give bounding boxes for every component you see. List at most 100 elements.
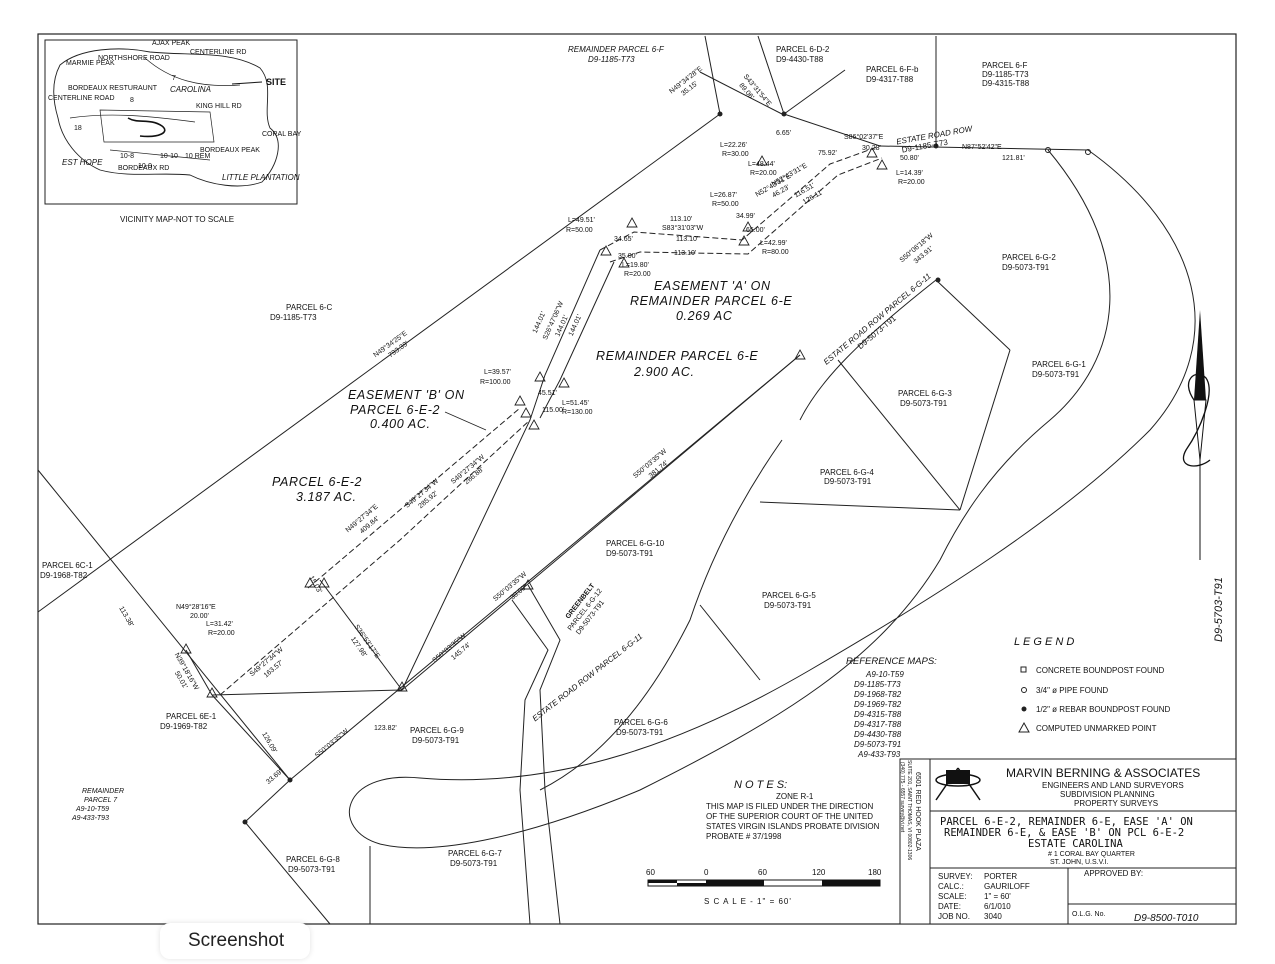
vm-label-20: 8 (130, 97, 134, 104)
dim-d13: L=49.51' (568, 217, 595, 224)
vm-label-10: CORAL BAY (262, 131, 302, 138)
legend-symbol-pipe (1021, 687, 1027, 693)
p6c-ref: D9-1185-T73 (270, 313, 317, 322)
rem6e-line2: 2.900 AC. (633, 365, 695, 379)
line-rem6e-west-2 (539, 261, 615, 419)
reference-maps: REFERENCE MAPS: A9-10-T59 D9-1185-T73 D9… (846, 656, 937, 759)
vicinity-parcel-block (99, 109, 215, 143)
legend-item-2: 3/4" ø PIPE FOUND (1036, 686, 1108, 695)
p6d2-name: PARCEL 6-D-2 (776, 45, 830, 54)
tb-firm-name: MARVIN BERNING & ASSOCIATES (1006, 766, 1200, 780)
monument-3 (933, 143, 939, 149)
ease-b-leader (444, 411, 487, 431)
dim-d3r: R=30.00 (722, 151, 749, 158)
p6g7-ref: D9-5073-T91 (450, 859, 498, 868)
dim-d10: L=26.87' (710, 192, 737, 199)
legend-item-3: 1/2" ø REBAR BOUNDPOST FOUND (1036, 705, 1170, 714)
road-row-upper-line1: ESTATE ROAD ROW PARCEL 6-G-11 (822, 272, 933, 367)
line-6g3-6g4 (837, 359, 961, 511)
line-6g8-north (244, 779, 291, 823)
tb-approved-label: APPROVED BY: (1084, 869, 1143, 878)
survey-monuments (242, 111, 1091, 825)
scale-seg-4 (822, 880, 880, 886)
tb-olg-value: D9-8500-T010 (1134, 913, 1199, 924)
notes: N O T E S: ZONE R-1 THIS MAP IS FILED UN… (706, 779, 880, 841)
vm-label-1: AJAX PEAK (152, 40, 190, 47)
point-14 (794, 349, 806, 360)
notes-line-4: PROBATE # 37/1998 (706, 832, 782, 841)
dim-d19r: R=80.00 (762, 249, 789, 256)
point-3 (876, 159, 888, 170)
line-easement-a-outer (599, 145, 881, 251)
tb-survey-label: SURVEY: (938, 872, 973, 881)
notes-line-1: THIS MAP IS FILED UNDER THE DIRECTION (706, 802, 874, 811)
line-6g4-6g5 (759, 501, 961, 511)
legend-item-4: COMPUTED UNMARKED POINT (1036, 724, 1157, 733)
dim-d14: S83°31'03"W (662, 224, 704, 232)
p6c-name: PARCEL 6-C (286, 303, 332, 312)
p6g8-ref: D9-5073-T91 (288, 865, 336, 874)
dim-d7: L=48.44' (748, 161, 775, 168)
p6g4-name: PARCEL 6-G-4 (820, 468, 874, 477)
p6g4-ref: D9-5073-T91 (824, 477, 872, 486)
dim-d6: 75.92' (818, 150, 837, 157)
dim-d33v: 20.00' (190, 613, 209, 620)
legend-symbol-square (1020, 666, 1027, 673)
point-5 (738, 235, 750, 246)
p6g3-ref: D9-5073-T91 (900, 399, 948, 408)
scale-seg-3 (706, 880, 764, 886)
right-ref-label: D9-5703-T91 (1213, 577, 1225, 642)
dim-d8v2: 121.81' (1002, 155, 1025, 162)
refmap-3: D9-1968-T82 (854, 690, 902, 699)
dim-d14v2: 113.10' (676, 236, 698, 243)
screenshot-label[interactable]: Screenshot (160, 923, 310, 959)
p6e2-line1: PARCEL 6-E-2 (272, 475, 362, 489)
dim-d25: 115.00' (542, 407, 564, 414)
logo-body (946, 770, 970, 784)
p6g9-ref: D9-5073-T91 (412, 736, 460, 745)
point-8 (618, 257, 630, 268)
p6g2-name: PARCEL 6-G-2 (1002, 253, 1056, 262)
point-9 (534, 371, 546, 382)
rem6e-line1: REMAINDER PARCEL 6-E (596, 349, 758, 363)
dim-d9r: R=20.00 (898, 179, 925, 186)
vm-label-17: 10 REM (185, 153, 210, 160)
vm-label-4: MARMIE PEAK (66, 60, 115, 67)
tb-survey-value: PORTER (984, 872, 1017, 881)
p6f-ref2: D9-4315-T88 (982, 79, 1030, 88)
refmap-8: D9-5073-T91 (854, 740, 901, 749)
refmap-6: D9-4317-T88 (854, 720, 902, 729)
line-6d2-west (757, 35, 785, 115)
p6g6-ref: D9-5073-T91 (616, 728, 664, 737)
line-6f-west (704, 35, 721, 115)
line-road-inner (539, 439, 783, 791)
p6e2-line2: 3.187 AC. (296, 490, 357, 504)
tb-address-1: 6501 RED HOOK PLAZA (914, 772, 921, 851)
vm-label-8: CAROLINA (170, 85, 211, 94)
tb-address-2: SUITE 201, SAINT THOMAS, VI 00802-1306 (906, 760, 912, 860)
p6e1-ref: D9-1969-T82 (160, 722, 208, 731)
line-6e2-cross (319, 579, 403, 691)
rem6f-ref: D9-1185-T73 (588, 55, 635, 64)
vicinity-map: AJAX PEAK NORTHSHORE ROAD CENTERLINE RD … (44, 39, 302, 224)
line-road-row-top (783, 113, 881, 147)
rem7-line3: A9-10-T59 (75, 806, 109, 813)
line-road-row-edge (879, 145, 1089, 151)
north-arrow-lower (1193, 399, 1207, 461)
p6g10-name: PARCEL 6-G-10 (606, 539, 665, 548)
vm-label-19: 7 (172, 75, 176, 82)
p6g2-ref: D9-5073-T91 (1002, 263, 1050, 272)
tb-address-3: (340) 775 - 6557 survey@vi.net (899, 762, 905, 833)
line-s50-381 (401, 354, 801, 691)
point-18 (180, 643, 192, 654)
p6f-ref1: D9-1185-T73 (982, 70, 1029, 79)
scale-tick-4: 120 (812, 868, 826, 877)
dim-d23: L=39.57' (484, 369, 511, 376)
line-6d2-south (783, 69, 846, 115)
rem7-line2: PARCEL 7 (84, 797, 118, 804)
p6g1-name: PARCEL 6-G-1 (1032, 360, 1086, 369)
tb-address-group: 6501 RED HOOK PLAZA SUITE 201, SAINT THO… (899, 760, 921, 860)
line-greenbelt-2 (511, 599, 549, 925)
scale-tick-1: 60 (646, 868, 655, 877)
